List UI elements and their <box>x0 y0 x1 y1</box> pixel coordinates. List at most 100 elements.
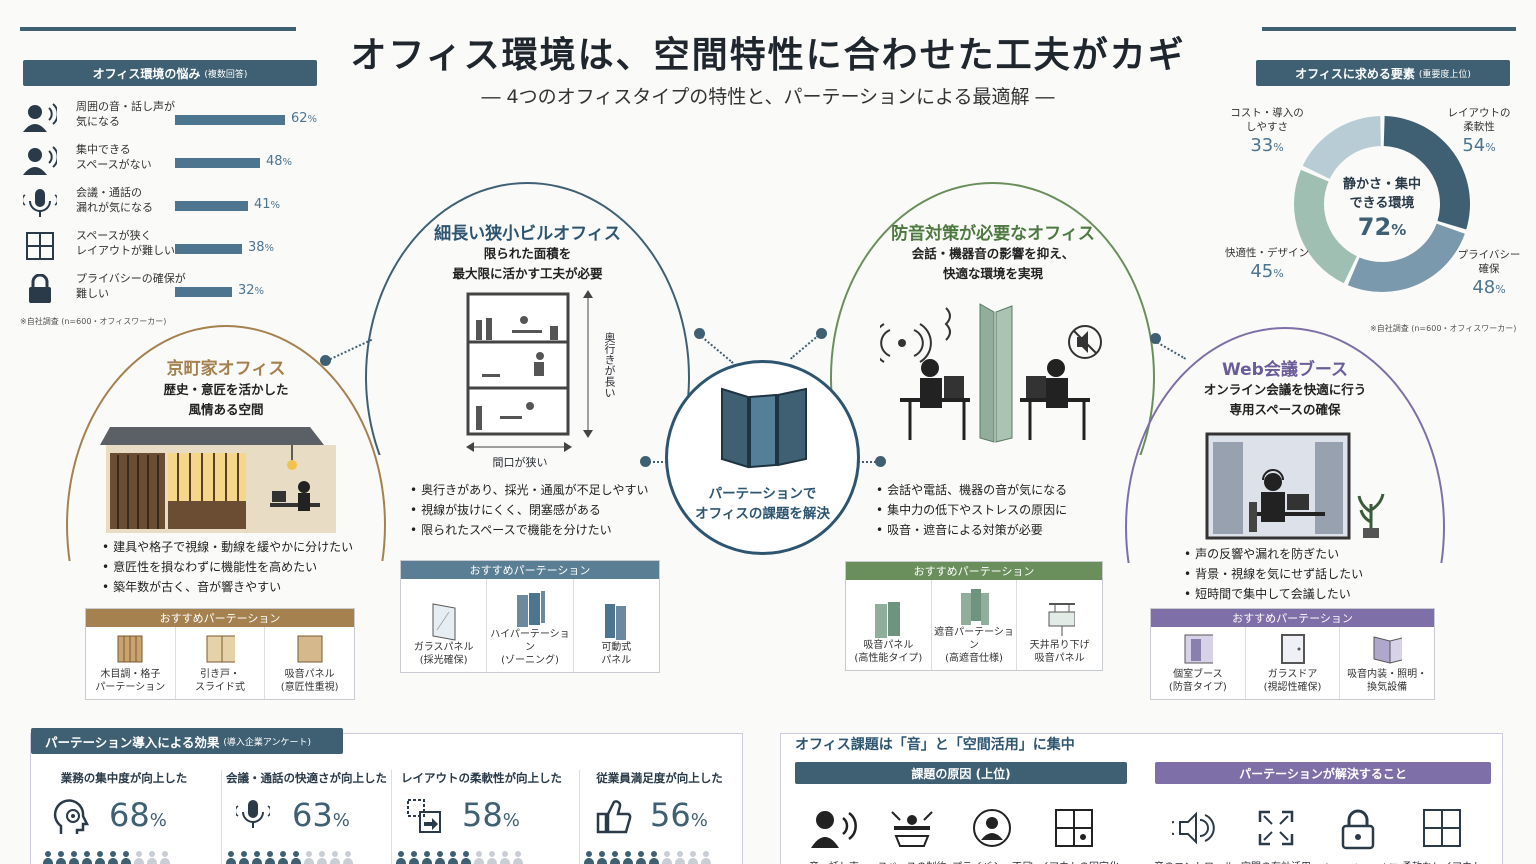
sound-partition-icon <box>959 589 989 625</box>
kyo-office-title: 京町家オフィス <box>166 359 286 379</box>
partition-panels-icon <box>721 387 807 469</box>
demands-note: ※自社調査 (n=600・オフィスワーカー) <box>1370 324 1517 333</box>
rec-sliding-door: 引き戸・ スライド式 <box>176 627 266 699</box>
speech-sound-icon <box>809 808 859 852</box>
person-icon <box>304 851 314 864</box>
rec-glass-door: ガラスドア (視認性確保) <box>1246 627 1341 699</box>
thumbs-up-icon <box>594 798 632 840</box>
person-icon <box>82 851 92 864</box>
privacy-person-icon <box>972 808 1012 852</box>
sound-office-subtitle: 会話・機器音の影響を抑え、 快適な環境を実現 <box>911 246 1075 281</box>
person-icon <box>108 851 118 864</box>
bullet-item: 視線が抜けにくく、閉塞感がある <box>410 500 660 520</box>
rec-private-booth: 個室ブース (防音タイプ) <box>1151 627 1246 699</box>
connector-left <box>645 461 667 463</box>
connector-dot <box>694 328 705 339</box>
bullet-item: 吸音・遮音による対策が必要 <box>876 520 1126 540</box>
person-icon <box>239 851 249 864</box>
person-icon <box>409 851 419 864</box>
bullet-item: 声の反響や漏れを防ぎたい <box>1184 544 1414 564</box>
cause-item: 音・話し声 <box>791 808 877 864</box>
rec-design-absorb: 吸音パネル (意匠性重視) <box>265 627 354 699</box>
person-icon <box>147 851 157 864</box>
worry-bar <box>175 158 260 168</box>
web-booth-title: Web会議ブース <box>1222 360 1348 380</box>
issues-title: オフィス課題は「音」と「空間活用」に集中 <box>795 737 1075 753</box>
donut-segment <box>1383 116 1470 230</box>
person-icon <box>487 851 497 864</box>
width-arrow <box>466 442 572 452</box>
person-icon <box>597 851 607 864</box>
person-icon <box>278 851 288 864</box>
worry-value: 48% <box>266 154 293 169</box>
donut-segment <box>1294 169 1357 284</box>
person-icon <box>610 851 620 864</box>
movable-panel-icon <box>601 604 631 640</box>
lattice-panel-icon <box>115 634 145 664</box>
page-title: オフィス環境は、空間特性に合わせた工夫がカギ <box>350 35 1186 76</box>
web-booth-illustration <box>1205 432 1385 540</box>
kyo-office-bullets: 建具や格子で視線・動線を緩やかに分けたい 意匠性を損なわずに機能性を高めたい 築… <box>102 537 372 597</box>
cause-item: プライバシー不足 <box>949 808 1035 864</box>
sliding-door-icon <box>205 634 235 664</box>
donut-center-value: 72% <box>1357 213 1407 241</box>
person-icon <box>343 851 353 864</box>
connector-dot <box>640 456 651 467</box>
person-icon <box>43 851 53 864</box>
glass-door-icon <box>1278 634 1308 664</box>
bullet-item: 奥行きがあり、採光・通風が不足しやすい <box>410 480 660 500</box>
machiya-illustration <box>100 427 336 533</box>
top-left-rule <box>20 27 296 31</box>
rec-high-partition: ハイパーテーション (ゾーニング) <box>487 579 574 672</box>
connector-dot <box>875 456 886 467</box>
layout-flex-icon <box>406 798 444 840</box>
sound-recommend-box: おすすめパーテーション 吸音パネル (高性能タイプ) 遮音パーテーション (高遮… <box>845 561 1103 671</box>
narrow-office-bullets: 奥行きがあり、採光・通風が不足しやすい 視線が抜けにくく、閉塞感がある 限られた… <box>410 480 660 540</box>
person-icon <box>636 851 646 864</box>
effects-header: パーテーション導入による効果(導入企業アンケート) <box>31 728 343 754</box>
cause-label: 音・話し声 <box>809 858 859 864</box>
people-pictogram <box>43 851 170 864</box>
top-right-rule <box>1262 27 1516 31</box>
sound-control-icon <box>1167 808 1216 852</box>
worry-bar <box>175 201 248 211</box>
demands-header: オフィスに求める要素(重要度上位) <box>1256 60 1510 86</box>
recommend-header: おすすめパーテーション <box>401 561 659 579</box>
worry-label: スペースが狭く レイアウトが難しい <box>76 229 175 257</box>
person-icon <box>448 851 458 864</box>
center-solution-label: パーテーションで オフィスの課題を解決 <box>695 486 830 522</box>
worry-label: 会議・通話の 漏れが気になる <box>76 186 153 214</box>
bullet-item: 築年数が古く、音が響きやすい <box>102 577 372 597</box>
person-icon <box>474 851 484 864</box>
person-icon <box>160 851 170 864</box>
people-pictogram <box>584 851 711 864</box>
microphone-icon <box>22 187 58 219</box>
focus-head-icon <box>53 798 93 842</box>
person-icon <box>422 851 432 864</box>
page-subtitle: ― 4つのオフィスタイプの特性と、パーテーションによる最適解 ― <box>481 86 1055 108</box>
worry-label: プライバシーの確保が 難しい <box>76 272 186 300</box>
kyo-recommend-box: おすすめパーテーション 木目調・格子 パーテーション 引き戸・ スライド式 吸音… <box>85 608 355 700</box>
absorb-panel-icon <box>295 634 325 664</box>
person-icon <box>688 851 698 864</box>
worry-bar <box>175 115 285 125</box>
person-icon <box>513 851 523 864</box>
effect-value: 58% <box>462 796 520 834</box>
solve-label: 柔軟なレイアウト <box>1402 858 1482 864</box>
effect-label: 会議・通話の快適さが向上した <box>226 771 387 785</box>
bullet-item: 建具や格子で視線・動線を緩やかに分けたい <box>102 537 372 557</box>
person-sound-icon <box>22 101 58 133</box>
person-icon <box>317 851 327 864</box>
sound-office-bullets: 会話や電話、機器の音が気になる 集中力の低下やストレスの原因に 吸音・遮音による… <box>876 480 1126 540</box>
web-recommend-box: おすすめパーテーション 個室ブース (防音タイプ) ガラスドア (視認性確保) … <box>1150 608 1435 700</box>
people-pictogram <box>226 851 353 864</box>
bullet-item: 会話や電話、機器の音が気になる <box>876 480 1126 500</box>
